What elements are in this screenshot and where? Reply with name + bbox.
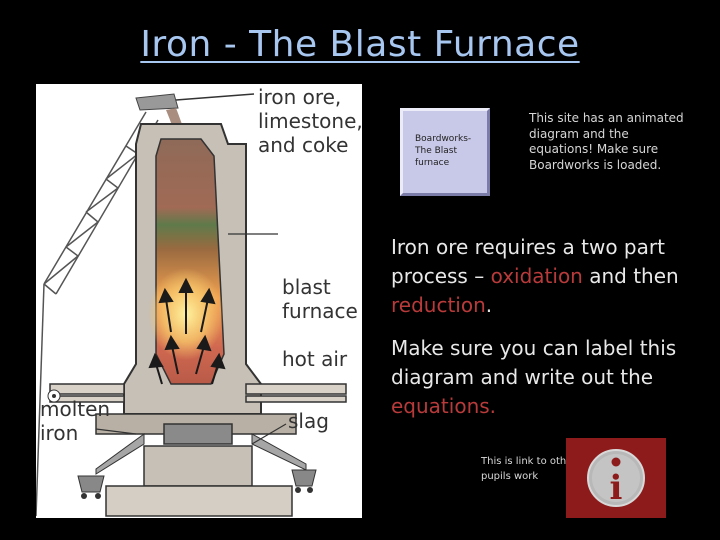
equations-term: equations.	[391, 394, 497, 418]
label-hot-air: hot air	[282, 347, 348, 371]
label-limestone: limestone,	[258, 109, 362, 133]
label-slag: slag	[288, 409, 329, 433]
label-blast: blast	[282, 275, 331, 299]
label-coke: and coke	[258, 133, 348, 157]
label-furnace: furnace	[282, 299, 358, 323]
boardworks-link-button[interactable]: Boardworks- The Blast furnace	[400, 108, 490, 196]
boardworks-line-1: Boardworks-	[415, 134, 472, 144]
label-iron-ore: iron ore,	[258, 85, 341, 109]
paragraph1-period: .	[485, 293, 493, 317]
boardworks-note: This site has an animated diagram and th…	[529, 111, 684, 172]
label-iron: iron	[40, 421, 78, 445]
reduction-term: reduction	[391, 293, 486, 317]
pupils-work-link-text: This is link to other pupils work	[481, 456, 577, 482]
process-paragraph: Iron ore requires a two part process – o…	[391, 233, 701, 320]
boardworks-line-2: The Blast	[415, 146, 458, 156]
hot-air-pipe	[49, 383, 347, 403]
instruction-paragraph: Make sure you can label this diagram and…	[391, 334, 701, 421]
page-title: Iron - The Blast Furnace	[140, 24, 580, 65]
svg-text:i: i	[610, 468, 623, 508]
boardworks-line-3: furnace	[415, 158, 450, 168]
info-button[interactable]: i	[566, 438, 666, 518]
conveyor-bucket-icon	[135, 93, 179, 111]
info-icon: i	[587, 449, 645, 508]
slag-ladle-icon	[291, 469, 317, 493]
paragraph1-text-2: and then	[582, 264, 679, 288]
blast-furnace-diagram: iron ore, limestone, and coke blast furn…	[36, 84, 362, 518]
paragraph1-text: Iron ore requires a two part process –	[391, 235, 665, 288]
molten-iron-ladle-icon	[77, 475, 105, 499]
label-molten: molten	[40, 397, 110, 421]
oxidation-term: oxidation	[490, 264, 583, 288]
paragraph2-text: Make sure you can label this diagram and…	[391, 336, 677, 389]
